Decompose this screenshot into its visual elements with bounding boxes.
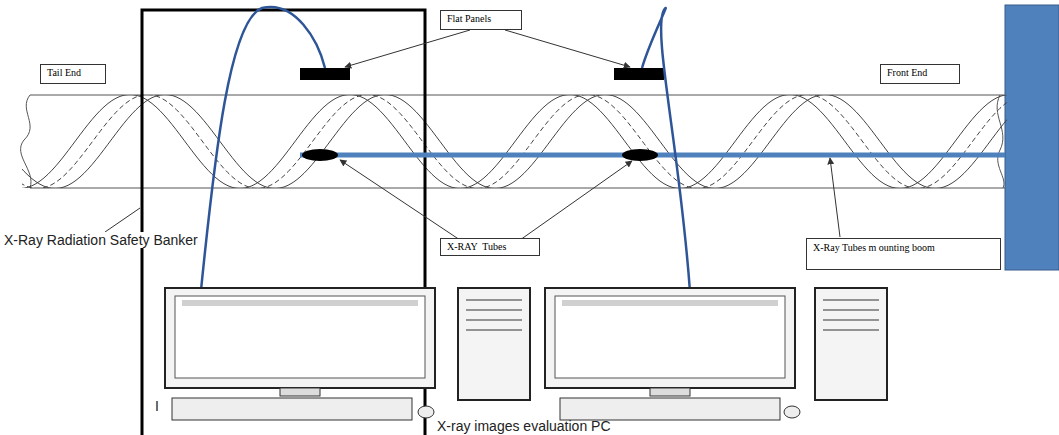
node-text: Flat Panels [447,13,491,24]
leader-line [105,208,140,232]
bunker-label: X-Ray Radiation Safety Banker [4,232,198,248]
computer [165,288,530,420]
cable [200,7,325,300]
flat-panel [614,68,664,80]
leader-line [830,158,840,237]
leader-line [520,161,632,240]
end-label-box: Front End [880,64,960,84]
wall-block [1005,5,1059,270]
node-text: X-RAY Tubes [447,241,506,252]
xray-tube [302,149,338,161]
computer [545,288,887,420]
leader-line [340,160,460,240]
caption-text: X-ray images evaluation PC [437,418,611,434]
leader-line [505,30,630,67]
node-text: Front End [887,67,927,78]
bunker-wall [142,10,425,435]
stray-mark: I [155,398,159,414]
flat-panel [300,68,350,80]
helix-stripe [22,95,1007,188]
leader-line [345,30,470,67]
callout-box: Flat Panels [440,10,522,30]
cable [642,8,690,292]
pipe [20,95,1008,189]
end-label-box: Tail End [40,64,106,84]
node-text: Tail End [47,67,81,78]
callout-box: X-Ray Tubes m ounting boom [806,238,1001,270]
callout-box: X-RAY Tubes [440,238,540,256]
helix-stripe [22,95,1007,188]
helix-stripe [22,95,1007,188]
node-text: X-Ray Tubes m ounting boom [813,242,935,253]
xray-tube [622,149,658,161]
